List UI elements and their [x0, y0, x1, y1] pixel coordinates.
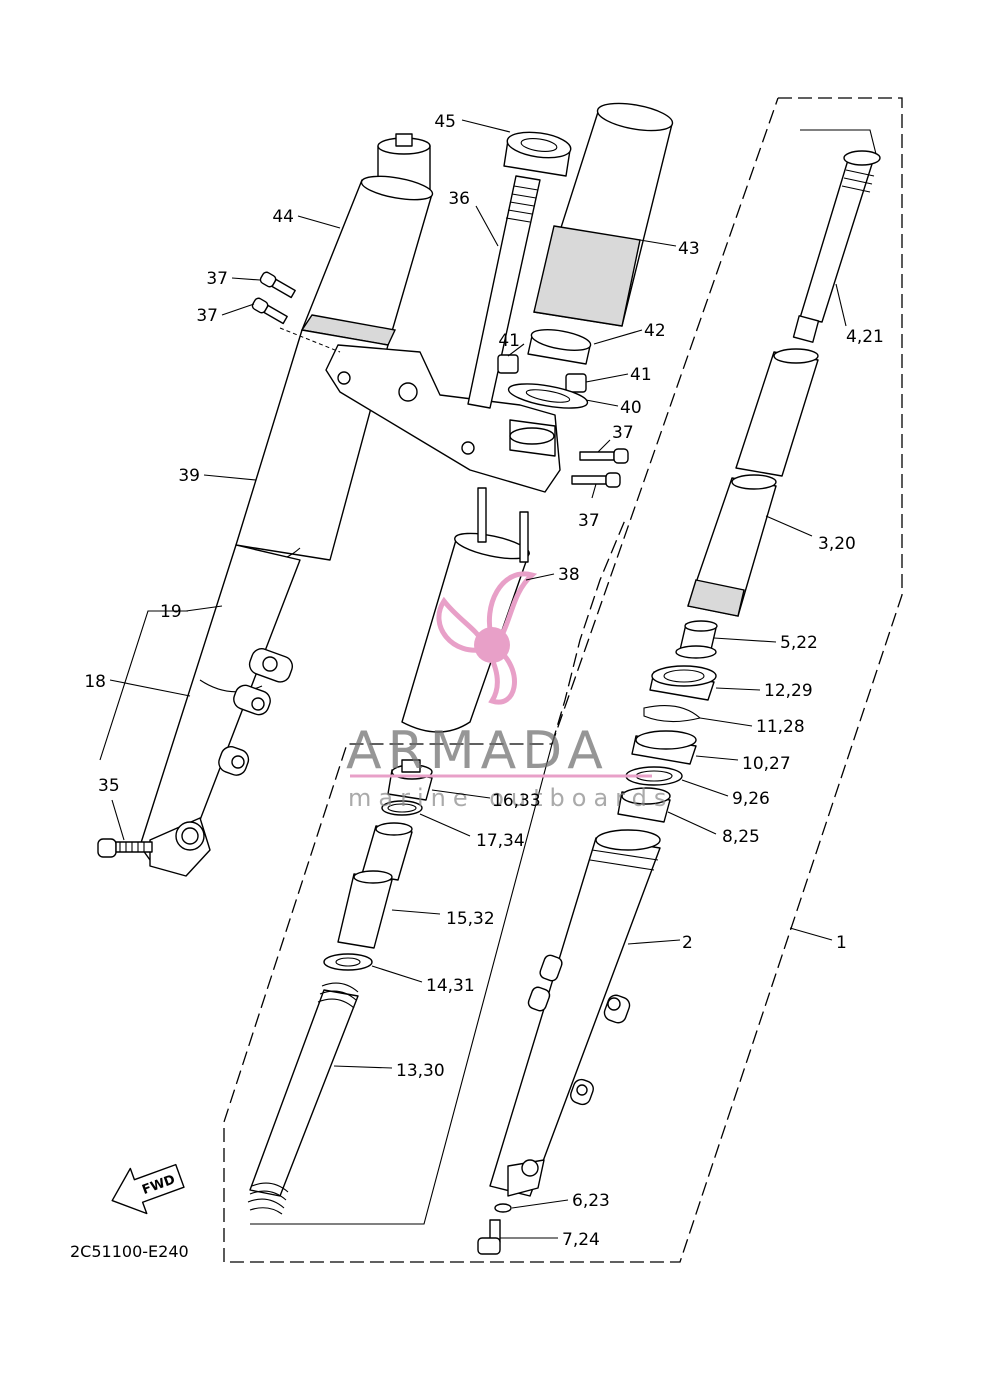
label-17-34: 17,34 [476, 831, 525, 851]
part-8-25-bushing [617, 787, 671, 823]
inner-assembly-bracket [250, 743, 553, 1225]
label-41-b: 41 [630, 365, 652, 385]
inner-assembly-boundary [551, 519, 626, 745]
part-4-21-damper-rod [792, 150, 881, 343]
leader-lines [99, 119, 877, 1239]
label-15-32: 15,32 [446, 909, 495, 929]
label-2: 2 [682, 933, 693, 953]
part-35-bolt [97, 838, 153, 858]
propeller-logo-icon [436, 571, 538, 705]
label-10-27: 10,27 [742, 754, 791, 774]
part-7-24-bolt [477, 1219, 501, 1255]
label-40: 40 [620, 398, 642, 418]
label-37-d: 37 [578, 511, 600, 531]
part-40-plate [507, 383, 589, 409]
label-38: 38 [558, 565, 580, 585]
part-6-23-washer [494, 1203, 512, 1213]
label-35: 35 [98, 776, 120, 796]
lower-bracket [279, 327, 561, 493]
part-41-nuts [497, 354, 587, 393]
assembly-boundary [223, 97, 903, 1263]
label-19: 19 [160, 602, 182, 622]
label-1: 1 [836, 933, 847, 953]
label-7-24: 7,24 [562, 1230, 600, 1250]
part-42-ring-nut [527, 329, 592, 365]
fwd-arrow-icon: FWD [111, 1163, 185, 1215]
part-3-20-tube [735, 348, 819, 477]
label-4-21: 4,21 [846, 327, 884, 347]
part-37-bolts [251, 271, 629, 488]
label-37-a: 37 [206, 269, 228, 289]
label-18: 18 [84, 672, 106, 692]
label-44: 44 [272, 207, 294, 227]
label-5-22: 5,22 [780, 633, 818, 653]
armada-watermark: ARMADA marine outboards [346, 571, 673, 812]
label-43: 43 [678, 239, 700, 259]
part-15-32-spacer [361, 822, 413, 881]
diagram-code: 2C51100-E240 [70, 1242, 189, 1261]
label-9-26: 9,26 [732, 789, 770, 809]
part-13-30-spring [247, 982, 359, 1215]
part-3-20-tube-lower [687, 474, 777, 617]
label-16-33: 16,33 [492, 791, 541, 811]
part-labels: 45 36 43 44 37 37 42 41 41 40 37 37 39 3… [84, 112, 884, 1250]
part-17-34-o-ring [381, 800, 423, 816]
part-14-31-washer [323, 953, 373, 971]
label-14-31: 14,31 [426, 976, 475, 996]
part-11-28-clip [643, 705, 702, 723]
label-13-30: 13,30 [396, 1061, 445, 1081]
part-15-32-pipe [337, 870, 393, 949]
part-12-29-oil-seal [649, 665, 717, 701]
part-43-cover [533, 102, 674, 327]
part-44-upper-tube [300, 133, 434, 346]
watermark-tagline: marine outboards [348, 784, 673, 812]
label-37-c: 37 [612, 423, 634, 443]
part-45-bearing [503, 131, 572, 177]
part-10-27-washer [631, 730, 697, 765]
part-5-22-collar [675, 620, 718, 659]
part-19-fork-slider [139, 544, 301, 877]
label-3-20: 3,20 [818, 534, 856, 554]
label-45: 45 [434, 112, 456, 132]
label-8-25: 8,25 [722, 827, 760, 847]
label-11-28: 11,28 [756, 717, 805, 737]
label-6-23: 6,23 [572, 1191, 610, 1211]
label-12-29: 12,29 [764, 681, 813, 701]
part-2-outer-tube [489, 829, 661, 1197]
part-36-steering-stem [467, 175, 541, 409]
label-42: 42 [644, 321, 666, 341]
label-39: 39 [178, 466, 200, 486]
label-41-a: 41 [498, 331, 520, 351]
label-37-b: 37 [196, 306, 218, 326]
label-36: 36 [448, 189, 470, 209]
watermark-brand: ARMADA [346, 721, 609, 781]
